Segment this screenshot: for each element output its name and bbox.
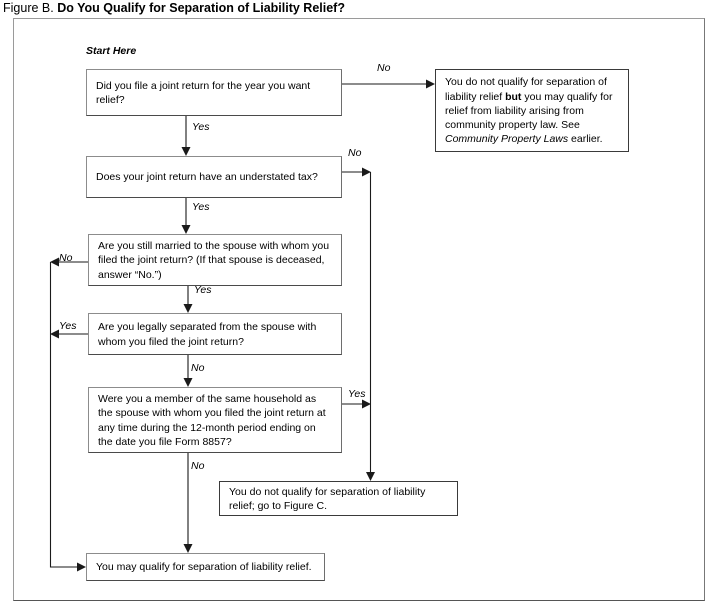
figure-title: Figure B. Do You Qualify for Separation … <box>3 1 345 16</box>
start-here-label: Start Here <box>86 45 137 57</box>
edge-label-q2-yes: Yes <box>192 201 210 213</box>
edge-label-q4-yes: Yes <box>59 320 77 332</box>
outcome-box-may-qualify[interactable]: You may qualify for separation of liabil… <box>86 553 325 581</box>
outcome-box-figure-c[interactable]: You do not qualify for separation of lia… <box>219 481 458 516</box>
question-box-still-married[interactable]: Are you still married to the spouse with… <box>88 234 342 286</box>
question-box-still-married-text: Are you still married to the spouse with… <box>98 240 330 281</box>
edge-label-q5-no: No <box>191 460 205 472</box>
community-text-part3: earlier. <box>568 133 603 146</box>
question-box-understated-tax[interactable]: Does your joint return have an understat… <box>86 156 342 198</box>
edge-label-q3-yes: Yes <box>194 284 212 296</box>
outcome-box-figure-c-text: You do not qualify for separation of lia… <box>229 485 426 512</box>
outcome-box-community-property[interactable]: You do not qualify for separation of lia… <box>435 69 629 152</box>
question-box-joint-return[interactable]: Did you file a joint return for the year… <box>86 69 342 116</box>
question-box-same-household-text: Were you a member of the same household … <box>98 393 326 448</box>
edge-label-q1-no: No <box>377 62 391 74</box>
question-box-legally-separated[interactable]: Are you legally separated from the spous… <box>88 313 342 355</box>
edge-label-q5-yes: Yes <box>348 388 366 400</box>
edge-label-q3-no: No <box>59 252 73 264</box>
question-box-understated-tax-text: Does your joint return have an understat… <box>96 171 318 184</box>
community-text-part1: You do not qualify for separation of lia… <box>445 76 607 103</box>
community-text-part2: you may qualify for relief from liabilit… <box>445 90 613 132</box>
community-text-bold: but <box>505 90 522 103</box>
edge-label-q4-no: No <box>191 362 205 374</box>
outcome-box-community-property-text: You do not qualify for separation of lia… <box>445 75 620 146</box>
figure-title-text: Do You Qualify for Separation of Liabili… <box>57 1 345 15</box>
edge-label-q1-yes: Yes <box>192 121 210 133</box>
question-box-joint-return-text: Did you file a joint return for the year… <box>96 79 311 106</box>
community-text-italic: Community Property Laws <box>445 133 569 146</box>
question-box-legally-separated-text: Are you legally separated from the spous… <box>98 321 317 348</box>
edge-label-q2-no: No <box>348 147 362 159</box>
outcome-box-may-qualify-text: You may qualify for separation of liabil… <box>96 561 312 574</box>
figure-title-prefix: Figure B. <box>3 1 54 15</box>
question-box-same-household[interactable]: Were you a member of the same household … <box>88 387 342 453</box>
